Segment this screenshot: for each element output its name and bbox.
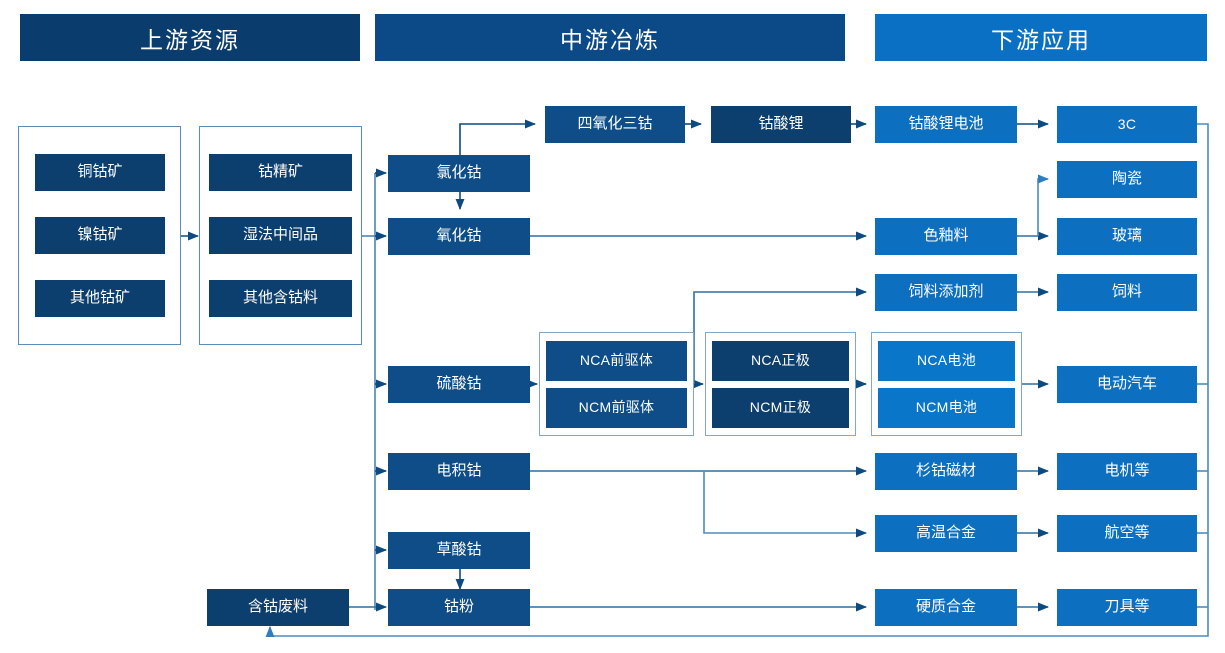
node-ncm-cathode[interactable]: NCM正极 xyxy=(712,388,849,428)
node-nca-cathode[interactable]: NCA正极 xyxy=(712,341,849,381)
node-copper-cobalt-ore[interactable]: 铜钴矿 xyxy=(35,154,165,191)
node-label: 3C xyxy=(1117,115,1137,132)
node-ncm-battery[interactable]: NCM电池 xyxy=(878,388,1015,428)
node-label: NCA前驱体 xyxy=(579,352,654,369)
node-app-feed[interactable]: 饲料 xyxy=(1057,274,1197,311)
node-other-cobalt-bearing-material[interactable]: 其他含钴料 xyxy=(209,280,352,317)
node-cobalt-concentrate[interactable]: 钴精矿 xyxy=(209,154,352,191)
node-label: 高温合金 xyxy=(915,524,976,542)
node-samarium-cobalt-magnet[interactable]: 杉钴磁材 xyxy=(875,453,1017,490)
header-downstream-label: 下游应用 xyxy=(991,26,1091,53)
node-label: 氧化钴 xyxy=(436,227,482,245)
node-label: 杉钴磁材 xyxy=(915,462,976,480)
node-label: NCM正极 xyxy=(749,399,812,416)
node-label: 饲料添加剂 xyxy=(908,283,984,301)
node-label: 刀具等 xyxy=(1104,598,1150,616)
node-label: NCA电池 xyxy=(916,352,977,369)
node-label: NCA正极 xyxy=(750,352,811,369)
node-label: 电积钴 xyxy=(436,462,482,480)
node-label: 湿法中间品 xyxy=(242,226,318,244)
node-label: 钴粉 xyxy=(443,598,474,616)
node-label: 钴酸锂电池 xyxy=(908,115,984,133)
node-label: 其他含钴料 xyxy=(242,289,318,307)
node-cobalt-oxide[interactable]: 氧化钴 xyxy=(388,218,530,255)
header-upstream-label: 上游资源 xyxy=(140,26,240,53)
node-feed-additive[interactable]: 饲料添加剂 xyxy=(875,274,1017,311)
node-label: 饲料 xyxy=(1111,283,1142,301)
node-cemented-carbide[interactable]: 硬质合金 xyxy=(875,589,1017,626)
node-label: 硫酸钴 xyxy=(436,375,482,393)
node-ceramic-glaze-pigment[interactable]: 色釉料 xyxy=(875,218,1017,255)
node-other-cobalt-ore[interactable]: 其他钴矿 xyxy=(35,280,165,317)
node-label: 电动汽车 xyxy=(1096,375,1157,393)
node-label: 氯化钴 xyxy=(436,164,482,182)
node-cobalt-powder[interactable]: 钴粉 xyxy=(388,589,530,626)
header-downstream: 下游应用 xyxy=(875,14,1207,61)
node-label: 色釉料 xyxy=(923,227,969,245)
node-cobalt-chloride[interactable]: 氯化钴 xyxy=(388,155,530,192)
node-label: 其他钴矿 xyxy=(69,289,130,307)
node-label: 陶瓷 xyxy=(1111,170,1142,188)
node-label: 草酸钴 xyxy=(436,541,482,559)
node-label: 玻璃 xyxy=(1111,227,1142,245)
node-label: 镍钴矿 xyxy=(77,226,123,244)
node-cobalt-sulfate[interactable]: 硫酸钴 xyxy=(388,366,530,403)
node-label: 钴酸锂 xyxy=(758,115,804,133)
node-label: 铜钴矿 xyxy=(77,163,123,181)
node-app-3c[interactable]: 3C xyxy=(1057,106,1197,143)
node-label: 电机等 xyxy=(1104,462,1150,480)
node-lco-battery[interactable]: 钴酸锂电池 xyxy=(875,106,1017,143)
header-upstream: 上游资源 xyxy=(20,14,360,61)
header-midstream: 中游冶炼 xyxy=(375,14,845,61)
node-ncm-precursor[interactable]: NCM前驱体 xyxy=(546,388,687,428)
node-label: NCM电池 xyxy=(915,399,978,416)
node-app-electric-vehicle[interactable]: 电动汽车 xyxy=(1057,366,1197,403)
header-midstream-label: 中游冶炼 xyxy=(560,26,660,53)
node-label: 含钴废料 xyxy=(247,598,308,616)
node-nickel-cobalt-ore[interactable]: 镍钴矿 xyxy=(35,217,165,254)
node-nca-battery[interactable]: NCA电池 xyxy=(878,341,1015,381)
node-app-ceramics[interactable]: 陶瓷 xyxy=(1057,161,1197,198)
node-hydrometallurgical-intermediate[interactable]: 湿法中间品 xyxy=(209,217,352,254)
node-label: NCM前驱体 xyxy=(578,399,655,416)
node-electrolytic-cobalt[interactable]: 电积钴 xyxy=(388,453,530,490)
node-app-glass[interactable]: 玻璃 xyxy=(1057,218,1197,255)
node-lithium-cobaltate[interactable]: 钴酸锂 xyxy=(711,106,851,143)
node-app-motors[interactable]: 电机等 xyxy=(1057,453,1197,490)
node-nca-precursor[interactable]: NCA前驱体 xyxy=(546,341,687,381)
node-tricobalt-tetroxide[interactable]: 四氧化三钴 xyxy=(545,106,685,143)
node-label: 钴精矿 xyxy=(257,163,303,181)
node-cobalt-oxalate[interactable]: 草酸钴 xyxy=(388,532,530,569)
node-app-cutting-tools[interactable]: 刀具等 xyxy=(1057,589,1197,626)
node-app-aviation[interactable]: 航空等 xyxy=(1057,515,1197,552)
node-superalloy[interactable]: 高温合金 xyxy=(875,515,1017,552)
node-label: 航空等 xyxy=(1104,524,1150,542)
node-cobalt-bearing-scrap[interactable]: 含钴废料 xyxy=(207,589,349,626)
node-label: 硬质合金 xyxy=(915,598,976,616)
node-label: 四氧化三钴 xyxy=(577,115,653,133)
